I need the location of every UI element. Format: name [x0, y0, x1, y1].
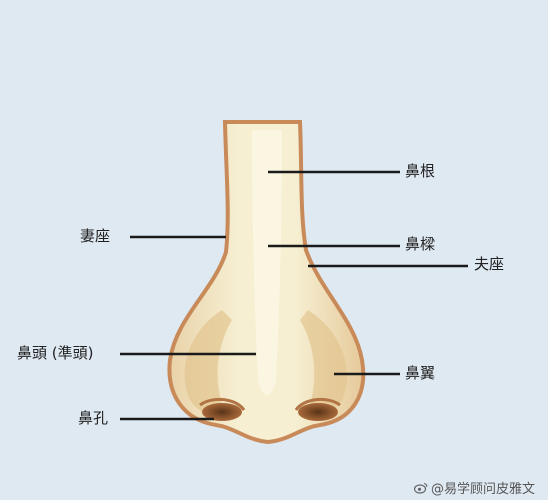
bridge-highlight	[252, 130, 282, 395]
label-nose-bridge: 鼻樑	[405, 235, 436, 253]
label-nose-root: 鼻根	[405, 162, 436, 180]
label-nostril: 鼻孔	[78, 409, 109, 427]
watermark: @易学顾问皮雅文	[414, 478, 535, 497]
label-right-side: 夫座	[474, 255, 505, 273]
right-nostril-rim	[294, 397, 341, 411]
left-nostril-rim	[199, 397, 246, 411]
left-wing-shade	[184, 310, 232, 416]
right-nostril-shape	[298, 403, 338, 421]
label-left-side: 妻座	[80, 227, 111, 245]
watermark-text: @易学顾问皮雅文	[431, 482, 536, 497]
left-nostril-shape	[202, 403, 242, 421]
right-wing-shade	[300, 310, 348, 416]
weibo-icon	[414, 482, 428, 494]
label-nose-tip: 鼻頭 (準頭)	[17, 344, 94, 362]
label-nose-wing: 鼻翼	[405, 364, 436, 382]
